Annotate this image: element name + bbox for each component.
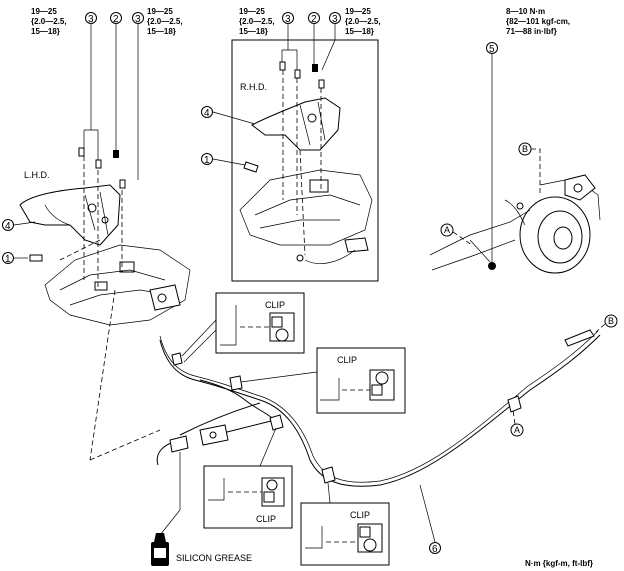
svg-text:2: 2 <box>311 14 317 25</box>
callout-1-rhd: 1 <box>201 153 259 173</box>
svg-text:19—25: 19—25 <box>147 7 173 16</box>
rhd-detail-box <box>231 39 379 282</box>
svg-text:{82—101 kgf-cm,: {82—101 kgf-cm, <box>506 17 570 26</box>
callout-3-rhd-b: 3 <box>329 12 341 25</box>
lhd-lever-assembly: L.H.D. <box>19 147 126 246</box>
torque-spec-lhd-right: 19—25 {2.0—2.5, 15—18} <box>147 7 183 36</box>
svg-text:15—18}: 15—18} <box>345 27 374 36</box>
svg-text:19—25: 19—25 <box>31 7 57 16</box>
svg-text:CLIP: CLIP <box>265 300 285 310</box>
rhd-lever-assembly: R.H.D. <box>240 61 341 151</box>
units-note: N·m {kgf-m, ft-lbf} <box>525 559 593 568</box>
svg-text:3: 3 <box>88 14 94 25</box>
callout-2-rhd: 2 <box>308 12 320 25</box>
rhd-floor-panel <box>239 169 373 264</box>
rhd-label: R.H.D. <box>240 82 267 92</box>
svg-text:6: 6 <box>432 544 438 555</box>
svg-text:8—10 N·m: 8—10 N·m <box>506 7 545 16</box>
svg-text:B: B <box>608 316 614 326</box>
torque-spec-rhd-left: 19—25 {2.0—2.5, 15—18} <box>239 7 275 36</box>
callout-5: 5 <box>486 42 498 262</box>
callout-3-lhd-b: 3 <box>132 12 144 25</box>
svg-text:CLIP: CLIP <box>350 510 370 520</box>
svg-text:CLIP: CLIP <box>337 355 357 365</box>
svg-text:3: 3 <box>332 14 338 25</box>
silicon-grease-tube: SILICON GREASE <box>151 452 252 566</box>
svg-text:4: 4 <box>204 108 210 119</box>
torque-spec-lhd-left: 19—25 {2.0—2.5, 15—18} <box>31 7 67 36</box>
clip-detail-2: CLIP <box>240 347 406 414</box>
svg-text:71—88 in·lbf}: 71—88 in·lbf} <box>506 27 557 36</box>
svg-text:A: A <box>514 425 520 435</box>
svg-text:{2.0—2.5,: {2.0—2.5, <box>239 17 275 26</box>
svg-text:19—25: 19—25 <box>239 7 265 16</box>
callout-1-lhd: 1 <box>2 252 43 265</box>
clip-detail-1: CLIP <box>181 292 305 363</box>
svg-text:2: 2 <box>113 14 119 25</box>
torque-spec-drum: 8—10 N·m {82—101 kgf-cm, 71—88 in·lbf} <box>506 7 570 36</box>
ref-a-drum: A <box>440 223 473 246</box>
callout-4-lhd: 4 <box>2 219 36 232</box>
ref-a-cable: A <box>510 409 524 437</box>
callout-3-rhd-a: 3 <box>282 12 294 25</box>
callout-2-lhd: 2 <box>110 12 122 25</box>
svg-text:{2.0—2.5,: {2.0—2.5, <box>31 17 67 26</box>
lhd-floor-panel <box>44 244 191 326</box>
svg-text:CLIP: CLIP <box>256 514 276 524</box>
clip-detail-4: CLIP <box>300 482 390 566</box>
silicon-grease-label: SILICON GREASE <box>176 553 252 563</box>
svg-text:B: B <box>522 144 528 154</box>
parking-brake-cable <box>156 329 601 487</box>
svg-text:15—18}: 15—18} <box>31 27 60 36</box>
callout-6: 6 <box>419 484 441 555</box>
svg-text:1: 1 <box>5 254 11 265</box>
svg-text:3: 3 <box>135 14 141 25</box>
svg-text:19—25: 19—25 <box>345 7 371 16</box>
clip-detail-3: CLIP <box>203 427 293 529</box>
callout-4-rhd: 4 <box>201 106 256 125</box>
ref-b-cable: B <box>595 314 618 333</box>
svg-text:15—18}: 15—18} <box>239 27 268 36</box>
svg-text:1: 1 <box>204 155 210 166</box>
callout-3-lhd-a: 3 <box>85 12 97 25</box>
svg-text:5: 5 <box>489 44 495 55</box>
rear-drum-brake <box>429 174 601 274</box>
svg-text:A: A <box>444 225 450 235</box>
svg-text:{2.0—2.5,: {2.0—2.5, <box>147 17 183 26</box>
svg-text:15—18}: 15—18} <box>147 27 176 36</box>
ref-b-drum: B <box>518 142 541 195</box>
svg-text:{2.0—2.5,: {2.0—2.5, <box>345 17 381 26</box>
lhd-label: L.H.D. <box>24 170 50 180</box>
torque-spec-rhd-right: 19—25 {2.0—2.5, 15—18} <box>345 7 381 36</box>
svg-text:4: 4 <box>5 221 11 232</box>
svg-text:3: 3 <box>285 14 291 25</box>
